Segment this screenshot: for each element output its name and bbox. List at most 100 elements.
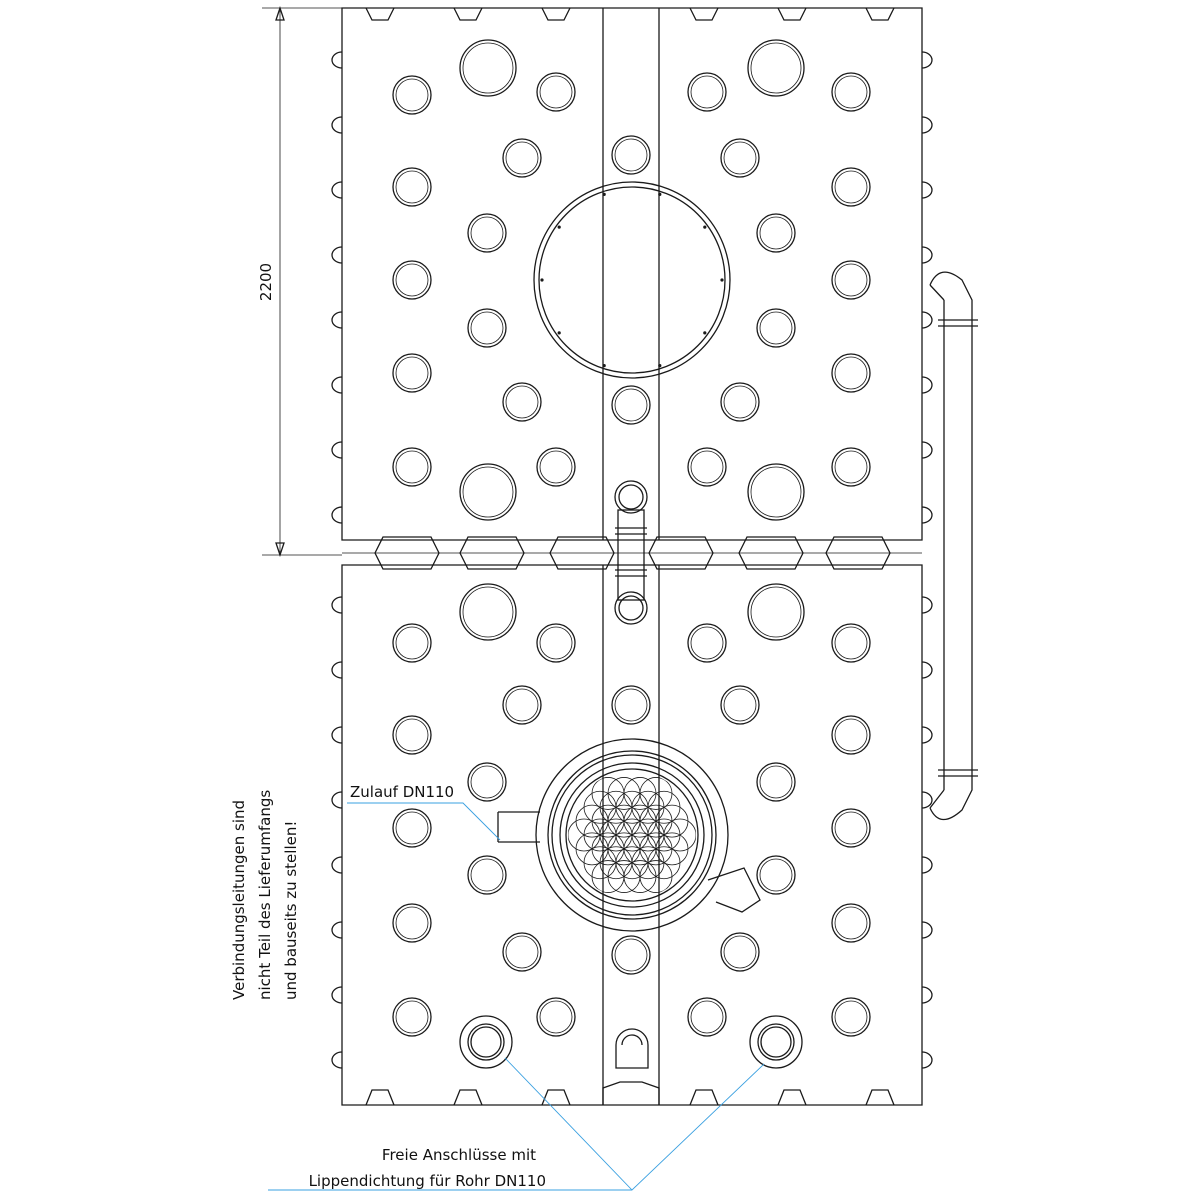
mesh-circle bbox=[655, 804, 689, 838]
rib-hole bbox=[467, 855, 507, 895]
right-knob bbox=[921, 181, 933, 199]
connector-teeth bbox=[365, 7, 895, 1106]
left-knob bbox=[331, 116, 343, 134]
bolt bbox=[602, 363, 606, 368]
free-connection-left bbox=[459, 1015, 513, 1069]
free-connections-label-line2: Lippendichtung für Rohr DN110 bbox=[309, 1172, 546, 1190]
seam-connector bbox=[459, 536, 525, 570]
rib-hole bbox=[392, 997, 432, 1037]
rib-hole bbox=[392, 260, 432, 300]
left-knob bbox=[331, 181, 343, 199]
seam-connector bbox=[549, 536, 615, 570]
connection-pipe-right bbox=[929, 271, 978, 821]
right-knob bbox=[921, 726, 933, 744]
channel-bottom-notch bbox=[602, 1081, 660, 1105]
top-notch bbox=[365, 7, 395, 21]
rib-hole bbox=[536, 623, 576, 663]
rib-hole bbox=[747, 39, 805, 97]
bottom-notch bbox=[541, 1089, 571, 1106]
bolt bbox=[703, 331, 707, 335]
rib-hole bbox=[756, 855, 796, 895]
upper-manhole bbox=[533, 181, 731, 379]
rib-hole bbox=[687, 447, 727, 487]
rib-hole bbox=[459, 463, 517, 521]
right-knob bbox=[921, 51, 933, 69]
left-knob bbox=[331, 596, 343, 614]
upper-center-channel bbox=[602, 8, 660, 540]
left-knob bbox=[331, 506, 343, 524]
left-knob bbox=[331, 791, 343, 809]
rib-hole bbox=[392, 715, 432, 755]
rib-hole bbox=[502, 685, 542, 725]
side-knobs bbox=[331, 51, 933, 1069]
bottom-notch bbox=[365, 1089, 395, 1106]
top-notch bbox=[689, 7, 719, 21]
left-knob bbox=[331, 1051, 343, 1069]
rib-hole bbox=[392, 623, 432, 663]
tank-outlines bbox=[341, 7, 923, 1106]
rib-hole bbox=[831, 808, 871, 848]
lower-tank-outline bbox=[341, 564, 923, 1106]
inlet-pipe-stub bbox=[497, 811, 540, 843]
right-knob bbox=[921, 1051, 933, 1069]
bolt bbox=[540, 278, 544, 282]
right-knob bbox=[921, 376, 933, 394]
rib-hole bbox=[687, 623, 727, 663]
right-knob bbox=[921, 921, 933, 939]
outlet-pipe-stub bbox=[707, 867, 761, 913]
lower-center-channel bbox=[602, 565, 660, 1105]
rib-hole bbox=[536, 447, 576, 487]
left-knob bbox=[331, 856, 343, 874]
right-knob bbox=[921, 506, 933, 524]
filter-mesh bbox=[568, 777, 696, 893]
right-knob bbox=[921, 986, 933, 1004]
left-knob bbox=[331, 726, 343, 744]
right-knob bbox=[921, 791, 933, 809]
bottom-notch bbox=[453, 1089, 483, 1106]
rib-hole bbox=[502, 382, 542, 422]
left-knob bbox=[331, 986, 343, 1004]
supply-note-line1: Verbindungsleitungen sind bbox=[230, 800, 248, 1000]
top-notch bbox=[541, 7, 571, 21]
rib-hole bbox=[467, 308, 507, 348]
rib-hole bbox=[392, 353, 432, 393]
rib-hole bbox=[831, 353, 871, 393]
supply-note: Verbindungsleitungen sind nicht Teil des… bbox=[230, 790, 300, 1000]
bolt bbox=[557, 331, 561, 335]
rib-hole bbox=[720, 382, 760, 422]
bolt bbox=[703, 225, 707, 229]
seam-connector bbox=[825, 536, 891, 570]
left-knob bbox=[331, 246, 343, 264]
right-knob bbox=[921, 661, 933, 679]
rib-hole bbox=[611, 135, 651, 175]
rib-hole bbox=[720, 932, 760, 972]
rib-hole bbox=[467, 762, 507, 802]
filter-pattern bbox=[568, 777, 696, 893]
left-knob bbox=[331, 661, 343, 679]
right-knob bbox=[921, 441, 933, 459]
tank-ribs-holes bbox=[392, 39, 871, 1037]
bolt bbox=[658, 363, 662, 368]
rib-hole bbox=[831, 167, 871, 207]
bolt bbox=[602, 192, 606, 197]
filter-chamber bbox=[497, 738, 761, 932]
rib-hole bbox=[687, 72, 727, 112]
left-knob bbox=[331, 441, 343, 459]
rib-hole bbox=[756, 308, 796, 348]
manhole-bolts bbox=[540, 192, 724, 368]
bolt bbox=[557, 225, 561, 229]
bottom-notch bbox=[689, 1089, 719, 1106]
rib-hole bbox=[831, 72, 871, 112]
bolt bbox=[720, 278, 724, 282]
right-knob bbox=[921, 246, 933, 264]
seam-connector bbox=[738, 536, 804, 570]
rib-hole bbox=[611, 385, 651, 425]
top-notch bbox=[865, 7, 895, 21]
top-notch bbox=[777, 7, 807, 21]
right-knob bbox=[921, 856, 933, 874]
left-knob bbox=[331, 311, 343, 329]
rib-hole bbox=[831, 623, 871, 663]
left-knob bbox=[331, 921, 343, 939]
rib-hole bbox=[756, 762, 796, 802]
